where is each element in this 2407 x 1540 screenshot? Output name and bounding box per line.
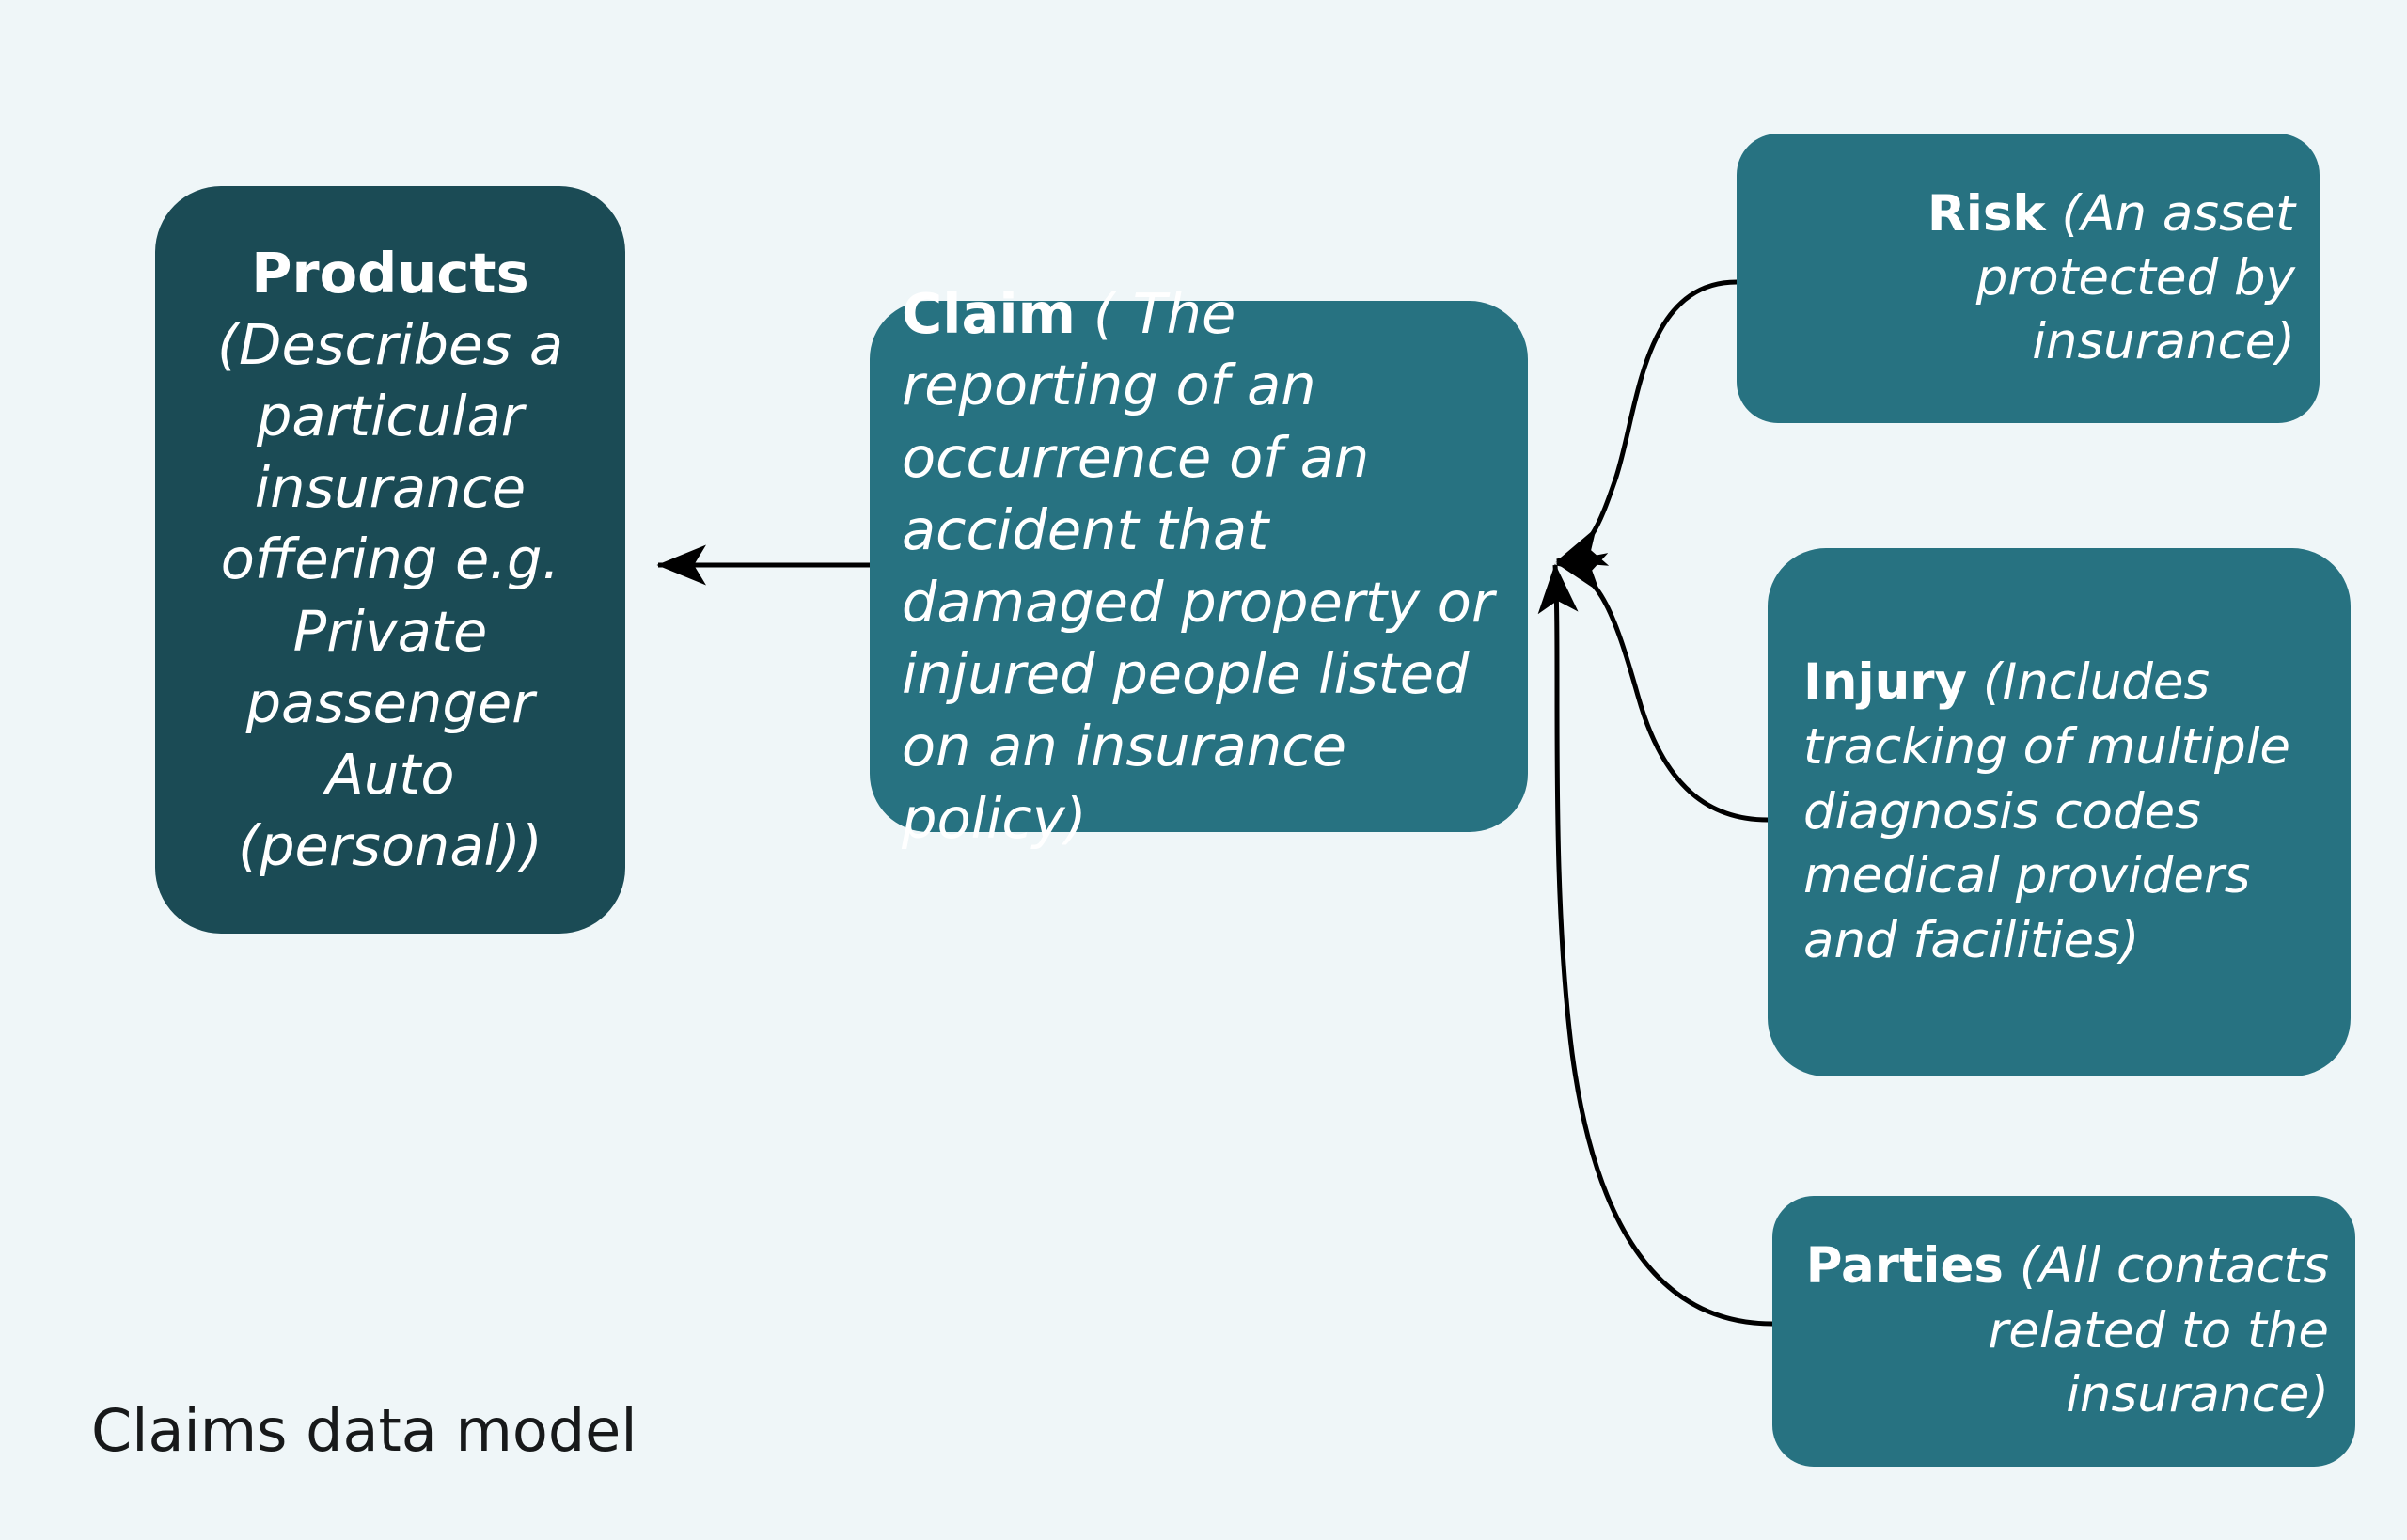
node-products-title: Products: [251, 241, 529, 306]
node-parties-title: Parties: [1805, 1237, 2004, 1296]
node-parties-description: (All contacts related to the insurance): [1988, 1237, 2329, 1424]
connector-injury-to-claim: [1555, 553, 1769, 823]
node-products[interactable]: Products (Describes a particular insuran…: [155, 186, 625, 934]
node-injury-content: Injury (Includes tracking of multiple di…: [1803, 651, 2315, 974]
node-claim-content: Claim ( The reporting of an occurrence o…: [902, 278, 1496, 856]
node-injury-title: Injury: [1803, 652, 1968, 711]
connector-risk-to-claim: [1555, 279, 1738, 566]
node-risk-description: (An asset protected by insurance): [1975, 185, 2295, 370]
diagram-caption: Claims data model: [91, 1396, 637, 1465]
node-injury[interactable]: Injury (Includes tracking of multiple di…: [1768, 548, 2351, 1076]
node-claim[interactable]: Claim ( The reporting of an occurrence o…: [870, 281, 1528, 851]
node-risk-content: Risk (An asset protected by insurance): [1761, 182, 2295, 373]
node-products-content: Products (Describes a particular insuran…: [180, 238, 601, 882]
node-parties-content: Parties (All contacts related to the ins…: [1799, 1234, 2329, 1427]
node-parties[interactable]: Parties (All contacts related to the ins…: [1772, 1196, 2355, 1467]
node-products-description: (Describes a particular insurance offeri…: [217, 312, 563, 878]
node-injury-description: (Includes tracking of multiple diagnosis…: [1803, 652, 2291, 970]
node-claim-title: Claim: [902, 280, 1077, 346]
node-risk[interactable]: Risk (An asset protected by insurance): [1737, 134, 2320, 423]
node-risk-title: Risk: [1927, 185, 2046, 244]
connector-parties-to-claim: [1537, 563, 1773, 1327]
node-claim-description: ( The reporting of an occurrence of an a…: [902, 280, 1495, 851]
node-products-description-closing: ): [520, 812, 543, 878]
